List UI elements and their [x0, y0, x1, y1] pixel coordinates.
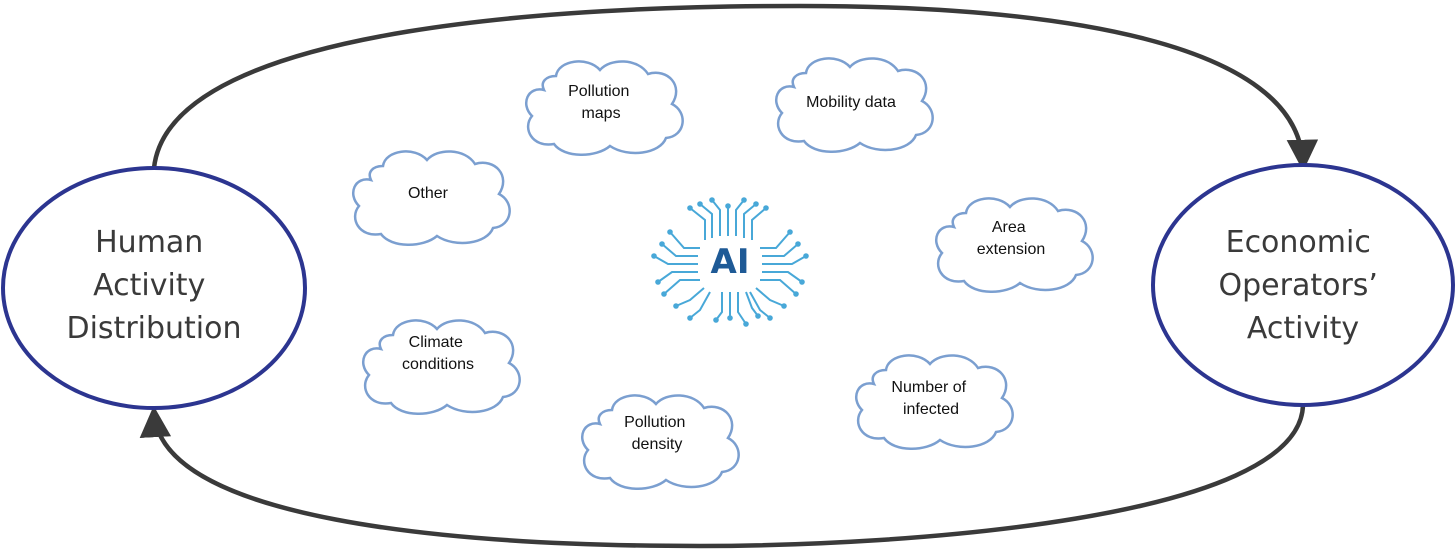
circuit-node [687, 315, 693, 321]
cloud-label: Climate conditions [402, 334, 474, 373]
node-label-line: Distribution [66, 311, 241, 346]
circuit-node [655, 279, 661, 285]
circuit-trace [743, 203, 757, 238]
circuit-trace [653, 255, 698, 265]
circuit-node [667, 229, 673, 235]
circuit-trace [669, 231, 700, 249]
circuit-trace [657, 271, 698, 283]
node-label-line: Activity [93, 268, 205, 303]
cloud-shape [581, 394, 740, 490]
circuit-trace [675, 287, 705, 307]
circuit-node [659, 241, 665, 247]
cloud-shape [935, 197, 1094, 293]
circuit-trace [762, 255, 807, 265]
cloud-label-line: Pollution [624, 414, 685, 431]
cloud-number-of-infected: Number of infected [855, 354, 1014, 450]
node-label-line: Activity [1247, 311, 1359, 346]
circuit-node [709, 197, 715, 203]
brain-circuit-traces [651, 197, 809, 327]
circuit-brain-icon: AI [651, 197, 809, 327]
cloud-label-line: Number of [891, 379, 966, 396]
cloud-shape [362, 319, 521, 415]
circuit-node [741, 197, 747, 203]
circuit-trace [661, 243, 698, 257]
cloud-label-line: extension [977, 241, 1046, 258]
node-human-activity-distribution: Human Activity Distribution [1, 166, 307, 410]
circuit-node [743, 321, 749, 327]
cloud-label: Area extension [977, 219, 1046, 258]
node-label-line: Economic [1226, 225, 1371, 260]
cloud-shape [775, 57, 934, 153]
cloud-label-line: Area [992, 219, 1026, 236]
circuit-node [787, 229, 793, 235]
circuit-node [713, 317, 719, 323]
circuit-node [781, 303, 787, 309]
ai-label: AI [711, 242, 750, 282]
circuit-trace [755, 287, 785, 307]
circuit-trace [711, 199, 721, 236]
cloud-pollution-density: Pollution density [581, 394, 740, 490]
circuit-trace [751, 207, 767, 240]
node-ellipse-right [1151, 163, 1455, 407]
circuit-node [727, 315, 733, 321]
node-label-line: Operators’ [1219, 268, 1378, 303]
node-economic-operators-activity: Economic Operators’ Activity [1151, 163, 1455, 407]
node-ellipse-left [1, 166, 307, 410]
cloud-pollution-maps: Pollution maps [525, 60, 684, 156]
cloud-label: Pollution density [624, 414, 690, 453]
circuit-node [697, 201, 703, 207]
cloud-label-line: Climate [409, 334, 463, 351]
cloud-climate-conditions: Climate conditions [362, 319, 521, 415]
circuit-node [755, 313, 761, 319]
circuit-node [795, 241, 801, 247]
node-label-left: Human Activity Distribution [66, 225, 241, 346]
loop-arrow-bottom [139, 404, 1306, 549]
circuit-node [651, 253, 657, 259]
circuit-trace [745, 291, 759, 317]
circuit-trace [699, 203, 713, 238]
node-label-right: Economic Operators’ Activity [1219, 225, 1388, 346]
circuit-trace [760, 231, 791, 249]
circuit-node [799, 279, 805, 285]
cloud-label-line: Pollution [568, 83, 629, 100]
cloud-other: Other [352, 150, 511, 246]
node-label-line: Human [95, 225, 203, 260]
circuit-trace [762, 271, 803, 283]
circuit-trace [762, 243, 799, 257]
circuit-node [687, 205, 693, 211]
circuit-node [753, 201, 759, 207]
circuit-trace [715, 292, 723, 321]
cloud-label-line: Other [408, 185, 449, 202]
cloud-label: Number of infected [891, 379, 970, 418]
circuit-trace [689, 207, 706, 240]
cloud-label-line: conditions [402, 356, 474, 373]
cloud-label-line: maps [581, 105, 620, 122]
circuit-trace [749, 291, 771, 319]
loop-arrow-top [151, 3, 1319, 172]
cloud-label: Pollution maps [568, 83, 634, 122]
circuit-node [661, 291, 667, 297]
cloud-area-extension: Area extension [935, 197, 1094, 293]
cloud-shape [855, 354, 1014, 450]
circuit-node [803, 253, 809, 259]
circuit-node [673, 303, 679, 309]
circuit-trace [760, 279, 797, 295]
circuit-trace [737, 292, 747, 325]
circuit-trace [689, 291, 711, 319]
cloud-label: Other [408, 185, 449, 202]
cloud-shape [525, 60, 684, 156]
cloud-label: Mobility data [806, 94, 896, 111]
circuit-trace [663, 279, 700, 295]
circuit-node [725, 203, 731, 209]
cloud-label-line: infected [903, 401, 959, 418]
circuit-node [793, 291, 799, 297]
cloud-label-line: density [632, 436, 683, 453]
circuit-node [767, 315, 773, 321]
circuit-trace [735, 199, 745, 236]
cloud-label-line: Mobility data [806, 94, 896, 111]
cloud-shape [352, 150, 511, 246]
circuit-node [763, 205, 769, 211]
cloud-mobility-data: Mobility data [775, 57, 934, 153]
